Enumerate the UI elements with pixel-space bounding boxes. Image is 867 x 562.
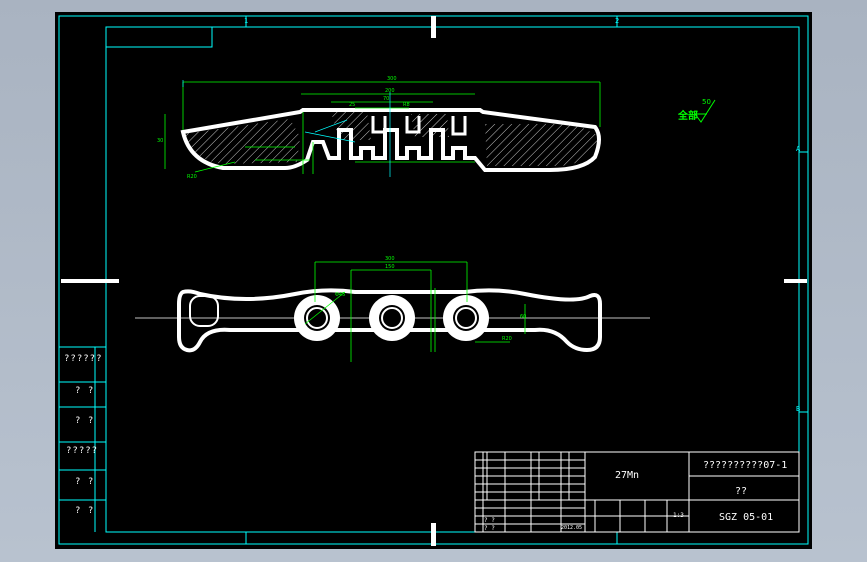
section-hatch-left xyxy=(183,119,300,164)
svg-text:150: 150 xyxy=(385,264,395,270)
side-label-6: ? ? xyxy=(75,506,95,516)
chain-ring-left xyxy=(294,295,340,341)
roughness-symbol xyxy=(694,99,716,123)
svg-text:60: 60 xyxy=(520,314,526,320)
drawing-frame xyxy=(105,26,800,533)
center-mark-left xyxy=(61,279,119,283)
zone-letter-b: B xyxy=(796,405,801,413)
zone-letter-a: A xyxy=(796,145,801,153)
left-label-column xyxy=(59,346,106,532)
title-row-label-2: ? ? xyxy=(484,525,495,532)
side-label-4: ????? xyxy=(66,446,99,456)
center-mark-right xyxy=(784,279,807,283)
section-view: 300 200 70 30 25 R8 R20 xyxy=(157,76,601,180)
section-hatch-right xyxy=(485,124,599,166)
plan-view: 300 150 60 R20 Φ45 xyxy=(135,256,650,362)
svg-text:R8: R8 xyxy=(403,102,410,108)
chain-ring-center xyxy=(369,295,415,341)
material: ?? xyxy=(735,486,748,497)
scale-value: 1:3 xyxy=(673,512,684,519)
cad-viewport[interactable]: 300 200 70 30 25 R8 R20 xyxy=(55,12,812,549)
svg-text:300: 300 xyxy=(387,76,397,82)
plan-outline xyxy=(177,288,602,353)
chain-ring-right xyxy=(443,295,489,341)
drawing-number: SGZ 05-01 xyxy=(719,512,774,523)
svg-text:R20: R20 xyxy=(187,174,197,180)
svg-text:25: 25 xyxy=(349,102,355,108)
title-row-label-1: ? ? xyxy=(484,517,495,524)
side-label-2: ? ? xyxy=(75,386,95,396)
part-name: 27Mn xyxy=(615,470,640,481)
side-label-3: ? ? xyxy=(75,416,95,426)
zone-number-1: 1 xyxy=(244,17,249,25)
svg-text:70: 70 xyxy=(383,96,389,102)
svg-text:300: 300 xyxy=(385,256,395,262)
roughness-value: 50 xyxy=(702,98,711,106)
side-label-1: ?????? xyxy=(64,354,103,364)
center-mark-top xyxy=(431,16,436,38)
center-mark-bottom xyxy=(431,523,436,546)
section-outline xyxy=(180,108,601,172)
zone-number-2: 2 xyxy=(615,17,620,25)
svg-text:R20: R20 xyxy=(502,336,512,342)
svg-text:200: 200 xyxy=(385,88,395,94)
top-left-box xyxy=(106,27,213,48)
sheet-border xyxy=(58,15,809,545)
roughness-note: 全部 xyxy=(678,111,698,122)
side-label-5: ? ? xyxy=(75,477,95,487)
title-block xyxy=(474,451,800,533)
drawing-name: ??????????07-1 xyxy=(703,460,788,471)
date-value: 2012.05 xyxy=(561,525,583,531)
cad-drawing-canvas: 300 200 70 30 25 R8 R20 xyxy=(58,15,809,546)
svg-text:Φ45: Φ45 xyxy=(335,292,345,298)
svg-text:30: 30 xyxy=(157,138,163,144)
